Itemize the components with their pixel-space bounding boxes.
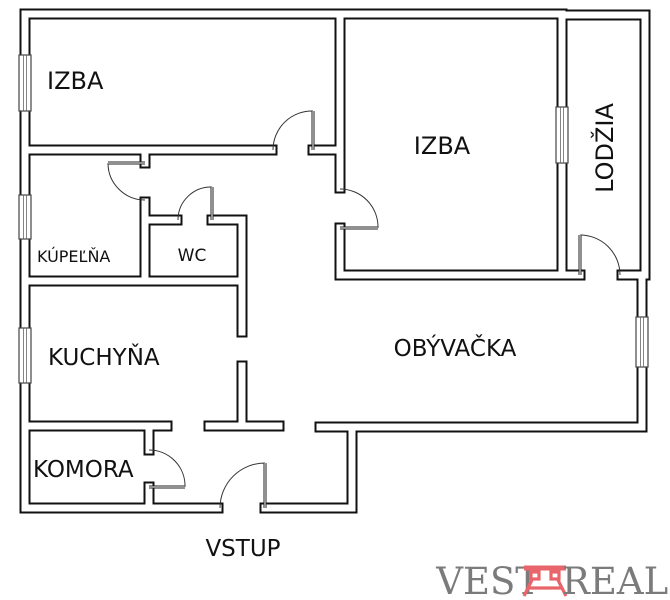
door-lodzia[interactable] xyxy=(578,234,621,276)
izba2-left-wall-lower xyxy=(334,222,568,281)
walls xyxy=(19,8,651,514)
window-obyvacka xyxy=(635,316,649,368)
tower-logo-icon xyxy=(522,565,568,597)
windows xyxy=(18,54,649,384)
door-kupelna[interactable] xyxy=(107,161,146,201)
room-label-lodzia: LODŽIA xyxy=(590,103,619,193)
door-izba-1[interactable] xyxy=(272,110,315,151)
door-wc[interactable] xyxy=(177,186,214,221)
room-label-kuchyna: KUCHYŇA xyxy=(48,343,160,371)
company-logo: VEST REAL xyxy=(435,560,668,600)
window-izba-1 xyxy=(18,54,32,112)
logo-text-left: VEST xyxy=(435,560,540,600)
room-label-obyvacka: OBÝVAČKA xyxy=(394,334,517,362)
logo-text-right: REAL xyxy=(562,560,668,600)
door-komora[interactable] xyxy=(148,449,186,489)
room-label-komora: KOMORA xyxy=(33,457,134,483)
room-label-izba-1: IZBA xyxy=(47,67,104,95)
room-label-wc: WC xyxy=(178,246,207,266)
room-label-izba-2: IZBA xyxy=(414,132,471,160)
outer-wall-bottom-right xyxy=(259,269,648,514)
window-izba-2 xyxy=(555,106,569,164)
room-label-kupelna: KÚPEĽŇA xyxy=(37,247,110,266)
window-kuchyna xyxy=(18,327,32,384)
door-entrance[interactable] xyxy=(219,462,267,509)
window-kupelna xyxy=(18,194,32,240)
entrance-label: VSTUP xyxy=(205,536,280,562)
doors xyxy=(107,110,621,509)
door-izba-2[interactable] xyxy=(339,188,379,230)
